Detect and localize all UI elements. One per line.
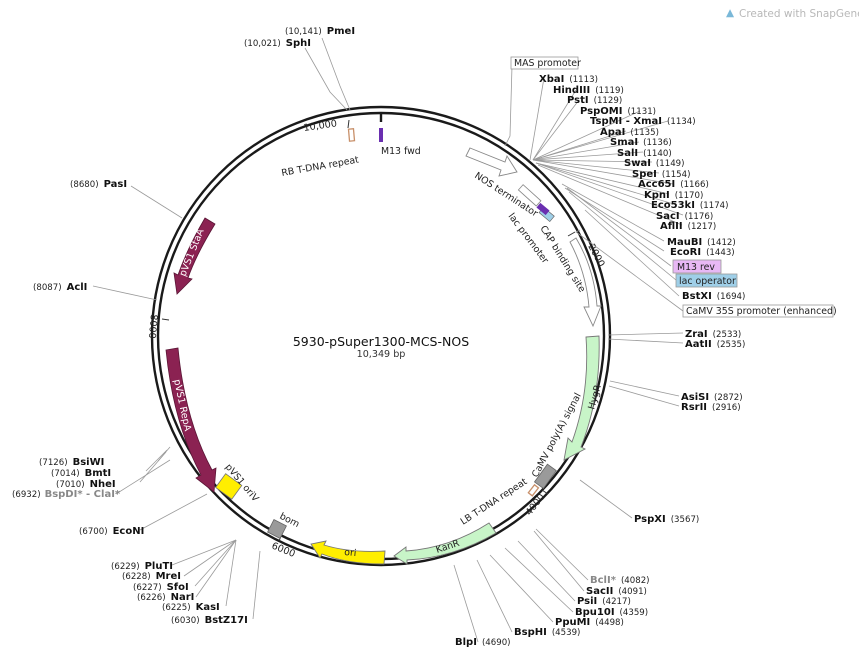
tick-label-10000: 10,000 xyxy=(303,118,338,134)
m13-rev-mark[interactable] xyxy=(536,202,550,216)
site-econi[interactable]: (6700)EcoNI xyxy=(79,526,144,537)
site-pmei[interactable]: (10,141)PmeI xyxy=(285,26,355,37)
site-rsrii[interactable]: RsrII(2916) xyxy=(681,402,741,413)
site-nhei[interactable]: (7010)NheI xyxy=(56,479,116,490)
site-spei[interactable]: SpeI(1154) xyxy=(632,169,690,180)
site-bmti[interactable]: (7014)BmtI xyxy=(51,468,111,479)
tick-label-8000: 8000 xyxy=(146,314,159,339)
leader-lines xyxy=(92,37,684,643)
site-sfoi[interactable]: (6227)SfoI xyxy=(133,582,189,593)
lac-operator-box xyxy=(675,273,738,288)
plasmid-name: 5930-pSuper1300-MCS-NOS xyxy=(293,334,469,349)
site-bstz17i[interactable]: (6030)BstZ17I xyxy=(171,615,248,626)
site-acc65i[interactable]: Acc65I(1166) xyxy=(638,179,709,190)
site-pluti[interactable]: (6229)PluTI xyxy=(111,561,173,572)
cap-site-mark[interactable] xyxy=(517,184,542,207)
site-eco53ki[interactable]: Eco53kI(1174) xyxy=(651,200,729,211)
site-swai[interactable]: SwaI(1149) xyxy=(624,158,685,169)
pvs1-repa-label: pVS1 RepA xyxy=(171,378,193,432)
camv-polya-mark[interactable] xyxy=(533,463,557,489)
site-aflii[interactable]: AflII(1217) xyxy=(660,221,716,232)
nos-terminator-arrow[interactable] xyxy=(465,147,518,177)
ori-label: ori xyxy=(344,547,357,559)
site-bstxi[interactable]: BstXI(1694) xyxy=(682,291,745,302)
site-bcli[interactable]: BclI*(4082) xyxy=(590,575,650,586)
site-hindiii[interactable]: HindIII(1119) xyxy=(553,85,624,96)
site-asisi[interactable]: AsiSI(2872) xyxy=(681,392,743,403)
watermark-text: Created with SnapGene® xyxy=(739,8,859,20)
site-pspomi[interactable]: PspOMI(1131) xyxy=(580,106,656,117)
pvs1-repa-arrow[interactable] xyxy=(165,347,217,493)
camv35s-box xyxy=(682,304,834,318)
site-aatii[interactable]: AatII(2535) xyxy=(685,339,745,350)
snapgene-logo-icon: ▲ xyxy=(726,7,735,19)
snapgene-watermark: ▲ Created with SnapGene® xyxy=(726,7,859,20)
site-pspxi[interactable]: PspXI(3567) xyxy=(634,514,699,525)
site-bsphi[interactable]: BspHI(4539) xyxy=(514,627,580,638)
site-zrai[interactable]: ZraI(2533) xyxy=(685,329,741,340)
camv35s-promoter-arrow[interactable] xyxy=(569,237,602,328)
site-kpni[interactable]: KpnI(1170) xyxy=(644,190,703,201)
site-ecori[interactable]: EcoRI(1443) xyxy=(670,247,735,258)
site-apai[interactable]: ApaI(1135) xyxy=(600,127,659,138)
m13-fwd-mark[interactable] xyxy=(379,128,383,142)
site-bsiwi[interactable]: (7126)BsiWI xyxy=(39,457,104,468)
lac-operator-label: lac operator xyxy=(679,276,736,287)
site-tspmi-xmai[interactable]: TspMI - XmaI(1134) xyxy=(590,116,696,127)
bom-mark[interactable] xyxy=(267,519,287,539)
lb-tdna-repeat-mark[interactable] xyxy=(527,483,540,497)
rb-tdna-repeat-mark[interactable] xyxy=(347,128,356,142)
rb-tdna-repeat-label: RB T-DNA repeat xyxy=(281,154,360,178)
m13-rev-label: M13 rev xyxy=(677,262,715,273)
site-nari[interactable]: (6226)NarI xyxy=(137,592,194,603)
site-bpu10i[interactable]: Bpu10I(4359) xyxy=(575,607,648,618)
site-kasi[interactable]: (6225)KasI xyxy=(162,602,220,613)
site-psti-1129[interactable]: PstI(1129) xyxy=(567,95,622,106)
site-sacii[interactable]: SacII(4091) xyxy=(586,586,647,597)
tick-label-6000: 6000 xyxy=(270,541,297,560)
site-acli[interactable]: (8087)AclI xyxy=(33,282,87,293)
site-xbai[interactable]: XbaI(1113) xyxy=(539,74,598,85)
site-sali[interactable]: SalI(1140) xyxy=(617,148,672,159)
site-maubi[interactable]: MauBI(1412) xyxy=(667,237,736,248)
kanr-arrow[interactable] xyxy=(393,522,497,565)
camv35s-label: CaMV 35S promoter (enhanced) xyxy=(686,306,837,317)
pvs1-oriv-mark[interactable] xyxy=(215,473,243,500)
pvs1-staa-arrow[interactable] xyxy=(173,217,216,295)
site-bspdi-clai[interactable]: (6932)BspDI* - ClaI* xyxy=(12,489,121,500)
mas-promoter-label: MAS promoter xyxy=(514,58,581,69)
hygr-arrow[interactable] xyxy=(563,335,600,461)
site-saci-1176[interactable]: SacI(1176) xyxy=(656,211,713,222)
site-labels-right: MAS promoter XbaI(1113) HindIII(1119) Ps… xyxy=(455,56,837,648)
site-smai[interactable]: SmaI(1136) xyxy=(610,137,672,148)
site-labels-left: (10,141)PmeI (10,021)SphI (8680)PasI (80… xyxy=(12,26,355,626)
site-psii[interactable]: PsiI(4217) xyxy=(577,596,631,607)
site-sphi[interactable]: (10,021)SphI xyxy=(244,38,311,49)
mas-promoter-box xyxy=(510,56,579,70)
site-blpi[interactable]: BlpI(4690) xyxy=(455,637,511,648)
ori-arrow[interactable] xyxy=(310,540,386,565)
site-pasi[interactable]: (8680)PasI xyxy=(70,179,127,190)
m13-rev-box xyxy=(672,259,722,274)
plasmid-size: 10,349 bp xyxy=(357,349,406,360)
m13-fwd-label: M13 fwd xyxy=(381,146,421,157)
site-mrei[interactable]: (6228)MreI xyxy=(122,571,181,582)
site-ppumi[interactable]: PpuMI(4498) xyxy=(555,617,624,628)
